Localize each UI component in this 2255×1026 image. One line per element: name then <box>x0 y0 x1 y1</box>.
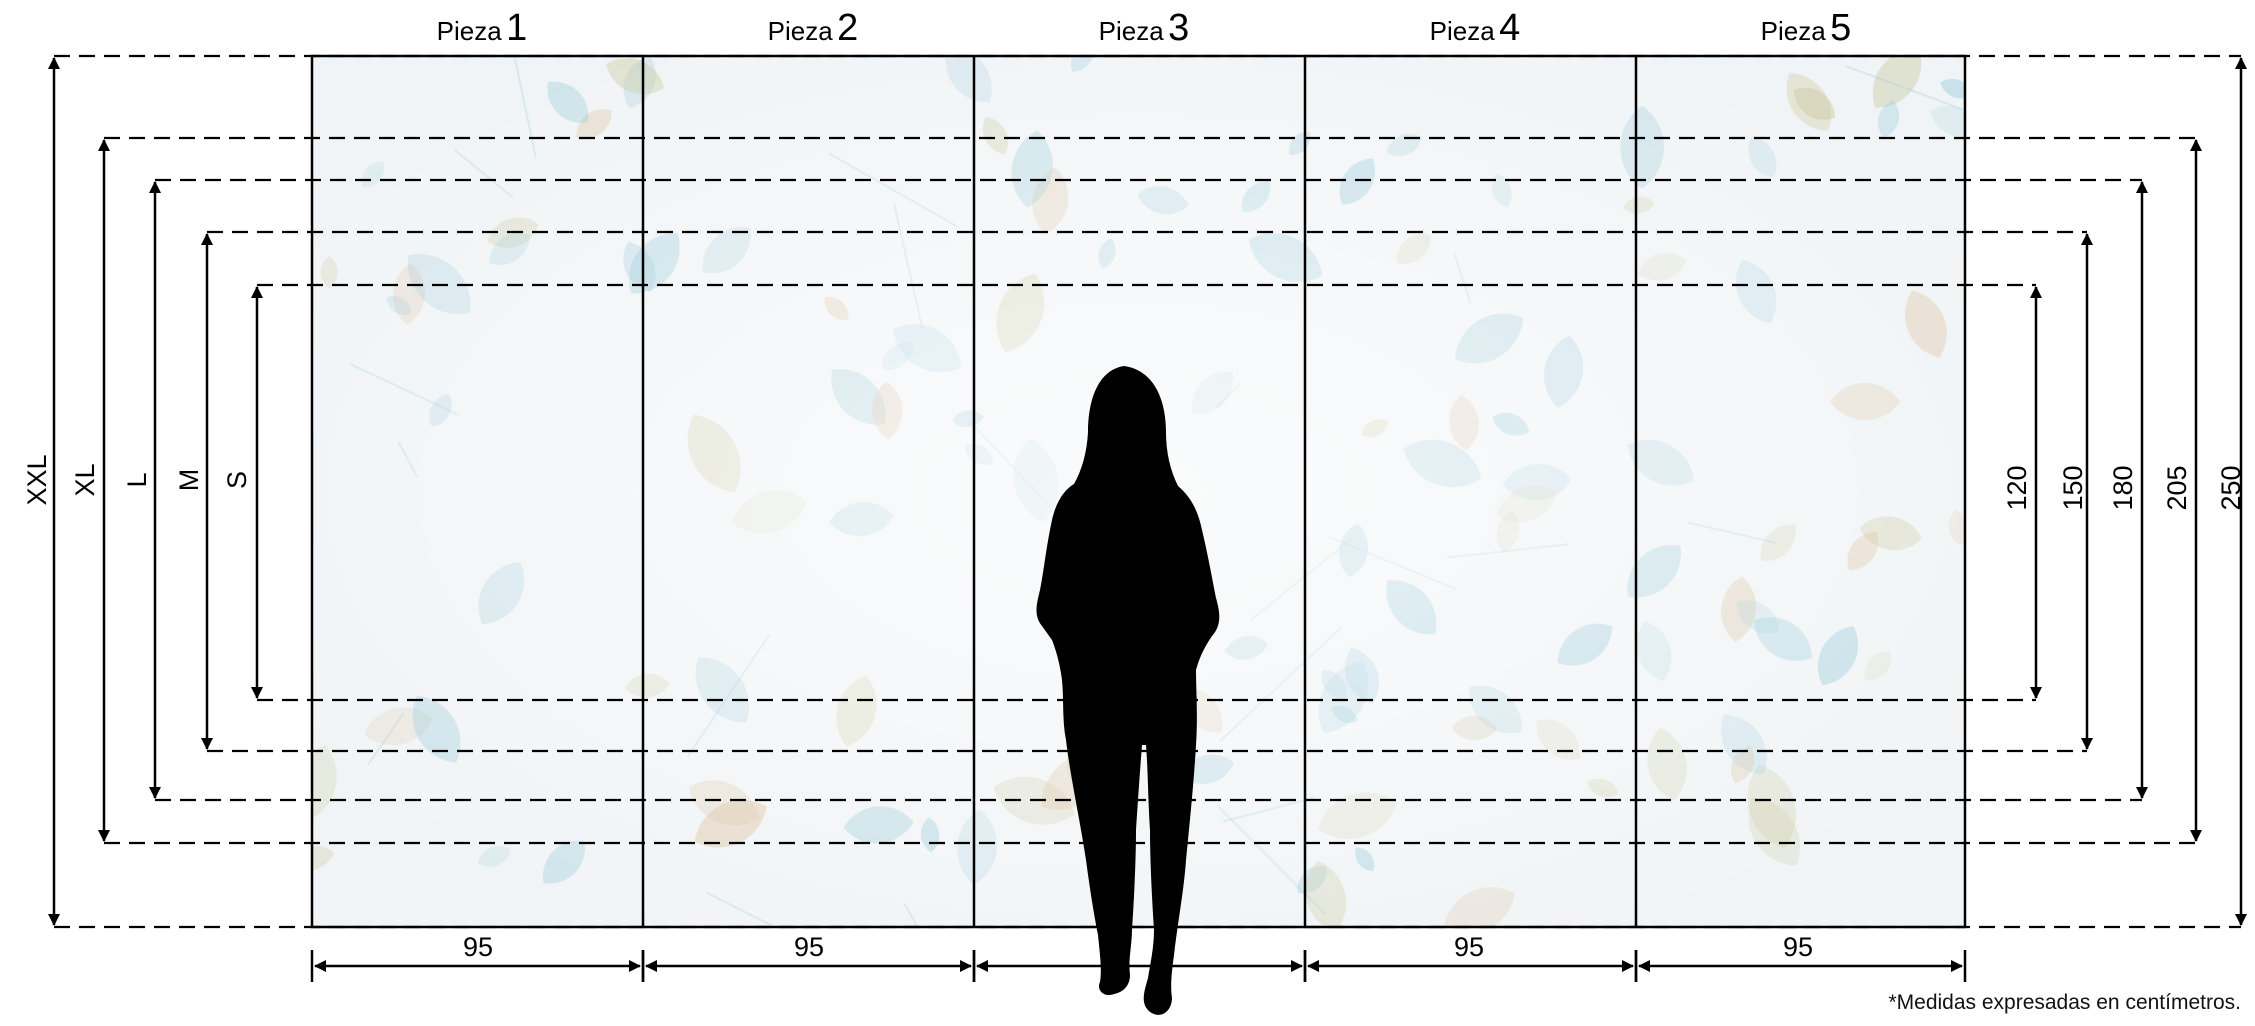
left-size-arrows <box>48 57 263 926</box>
height-value-labels: 120 150 180 205 250 <box>2002 465 2246 510</box>
size-name-labels: XXL XL L M S <box>22 454 252 505</box>
piece-width-arrows <box>310 950 1967 982</box>
height-label-s: 120 <box>2002 465 2032 510</box>
piece-titles: Pieza 1 Pieza 2 Pieza 3 Pieza 4 Pieza 5 <box>437 7 1852 49</box>
size-label-l: L <box>122 472 152 487</box>
right-height-arrows <box>2030 57 2247 926</box>
size-label-s: S <box>222 471 252 489</box>
size-label-xxl: XXL <box>22 454 52 505</box>
piece-title-4: Pieza 4 <box>1430 7 1521 49</box>
width-label-piece-4: 95 <box>1454 932 1484 962</box>
piece-title-5: Pieza 5 <box>1761 7 1852 49</box>
woman-silhouette-icon <box>1036 366 1220 1015</box>
width-label-piece-2: 95 <box>794 932 824 962</box>
measurement-footnote: *Medidas expresadas en centímetros. <box>1888 991 2241 1014</box>
piece-title-3: Pieza 3 <box>1099 7 1190 49</box>
height-label-xxl: 250 <box>2216 465 2246 510</box>
size-label-m: M <box>174 469 204 492</box>
piece-title-1: Pieza 1 <box>437 7 528 49</box>
piece-title-2: Pieza 2 <box>768 7 859 49</box>
height-label-l: 180 <box>2108 465 2138 510</box>
height-label-m: 150 <box>2058 465 2088 510</box>
width-label-piece-5: 95 <box>1783 932 1813 962</box>
height-label-xl: 205 <box>2162 465 2192 510</box>
piece-width-labels: 95 95 95 95 <box>463 932 1813 962</box>
width-label-piece-1: 95 <box>463 932 493 962</box>
size-label-xl: XL <box>70 463 100 496</box>
